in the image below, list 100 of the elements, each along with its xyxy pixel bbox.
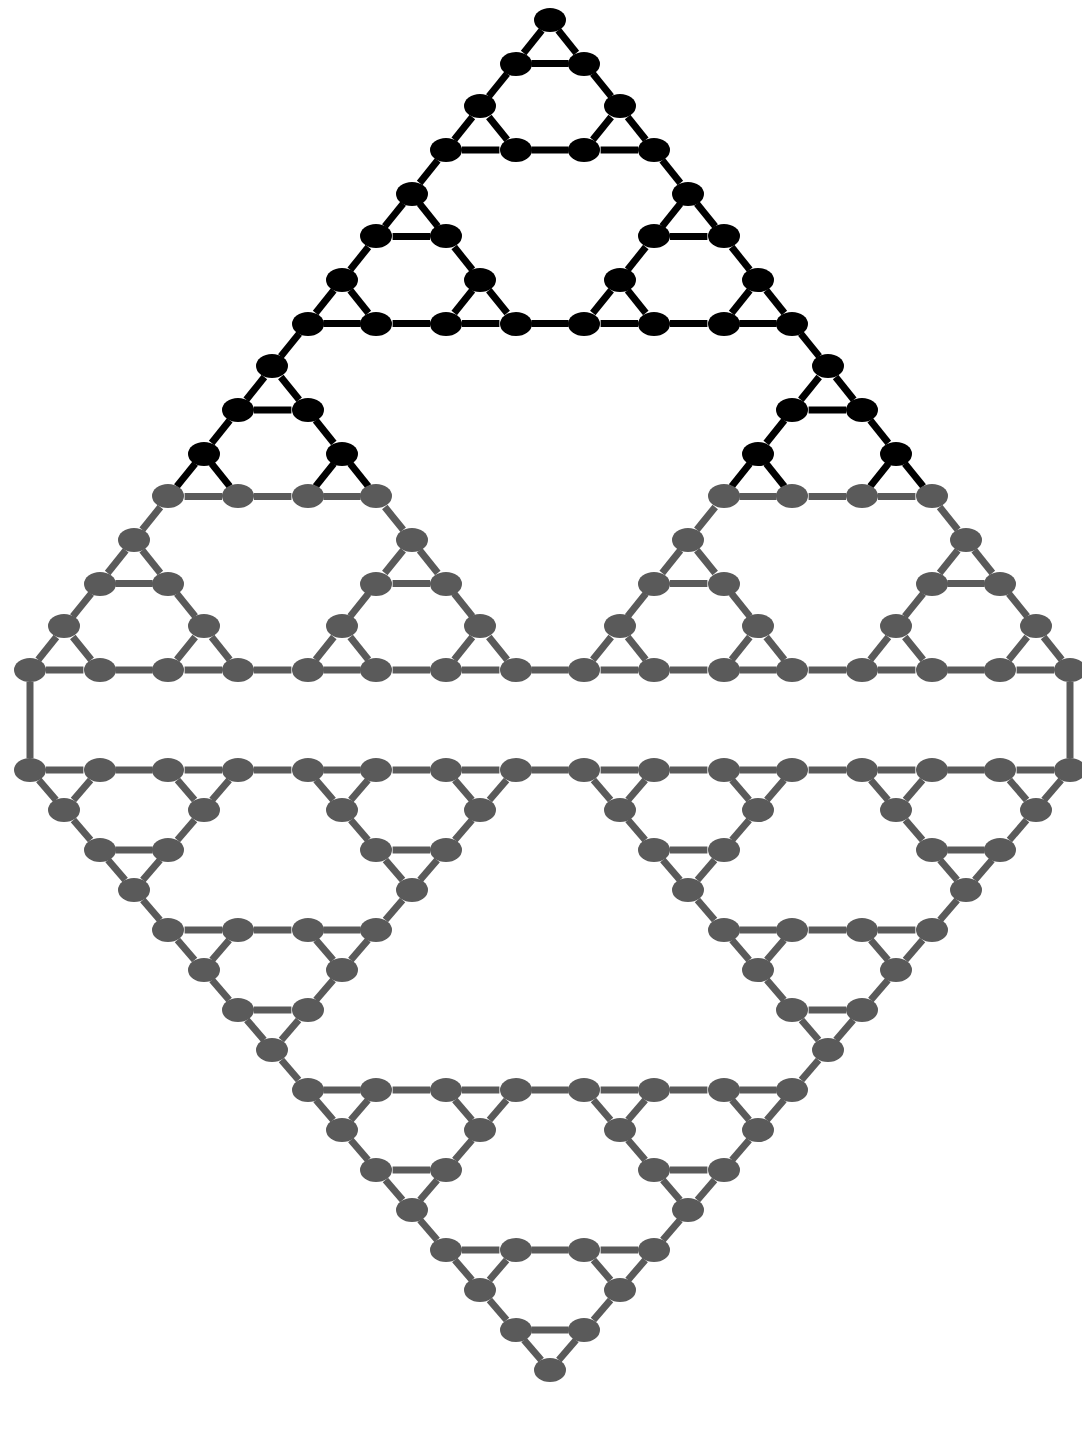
graph-edge [486, 1297, 510, 1323]
graph-edge [868, 937, 891, 963]
graph-vertex [638, 1158, 670, 1182]
graph-vertex [291, 998, 324, 1022]
graph-edge [451, 288, 476, 316]
graph-vertex [638, 658, 670, 682]
graph-vertex [187, 798, 220, 822]
graph-edge [323, 493, 361, 501]
graph-edge [486, 114, 510, 142]
graph-vertex [742, 441, 774, 466]
graph-edge [452, 817, 475, 843]
graph-edge [462, 766, 500, 774]
graph-edge [348, 1137, 371, 1163]
graph-edge [486, 634, 510, 662]
graph-vertex [672, 1198, 705, 1222]
graph-edge [392, 1166, 430, 1174]
graph-edge [392, 766, 430, 774]
graph-edge [728, 288, 753, 316]
graph-edge [313, 977, 336, 1003]
graph-vertex [638, 224, 670, 249]
graph-edge [347, 591, 372, 619]
graph-edge [624, 288, 649, 316]
graph-vertex [291, 1078, 324, 1102]
graph-edge [808, 1006, 846, 1014]
graph-edge [462, 1246, 500, 1254]
graph-vertex [776, 484, 809, 509]
graph-edge [556, 1337, 579, 1363]
graph-vertex [638, 758, 670, 782]
graph-vertex [707, 658, 740, 682]
graph-vertex [499, 758, 532, 782]
graph-vertex [568, 758, 601, 782]
graph-vertex [915, 571, 948, 596]
graph-edge [878, 493, 916, 501]
graph-edge [36, 777, 59, 803]
graph-vertex [152, 918, 185, 942]
graph-edge [254, 493, 292, 501]
graph-edge [600, 666, 638, 674]
graph-vertex [638, 1078, 670, 1102]
graph-edge [600, 1246, 638, 1254]
graph-vertex [846, 658, 878, 682]
graph-vertex [776, 1078, 809, 1102]
graph-edge [739, 926, 777, 934]
graph-edge [140, 897, 163, 923]
graph-vertex [776, 918, 809, 942]
graph-edge [451, 244, 476, 272]
graph-edge [972, 857, 995, 883]
graph-edge [531, 319, 569, 327]
graph-edge [764, 777, 787, 803]
graph-edge [670, 1166, 708, 1174]
graph-edge [670, 766, 708, 774]
graph-vertex [430, 1078, 462, 1102]
graph-edge [451, 114, 476, 142]
graph-edge [878, 926, 916, 934]
graph-edge [625, 777, 648, 803]
graph-vertex [880, 798, 913, 822]
graph-edge [670, 579, 708, 587]
graph-vertex [707, 838, 740, 862]
graph-vertex [846, 918, 878, 942]
graph-edge [936, 548, 961, 576]
graph-vertex [846, 998, 878, 1022]
graph-vertex [776, 398, 809, 422]
graph-vertex [950, 878, 982, 902]
graph-edge [243, 374, 268, 402]
graph-edge [729, 937, 752, 963]
graph-edge [660, 1217, 683, 1243]
graph-vertex [326, 441, 358, 466]
graph-edge [208, 461, 233, 489]
graph-edge [670, 319, 708, 327]
graph-vertex [603, 1118, 636, 1142]
graph-vertex [707, 571, 740, 596]
graph-edge [694, 1177, 718, 1203]
graph-edge [486, 71, 510, 99]
graph-vertex [83, 758, 116, 782]
graph-vertex [811, 1038, 844, 1062]
graph-edge [452, 1097, 475, 1123]
graph-edge [70, 817, 94, 843]
graph-edge [278, 331, 302, 359]
graph-edge [670, 846, 708, 854]
graph-edge [867, 461, 892, 489]
graph-vertex [534, 1358, 566, 1382]
graph-edge [323, 319, 361, 327]
graph-edge [531, 666, 569, 674]
graph-edge [139, 504, 164, 532]
graph-vertex [880, 958, 913, 982]
graph-edge [486, 777, 510, 803]
graph-vertex [742, 614, 774, 639]
graph-vertex [14, 758, 46, 782]
graph-vertex [707, 758, 740, 782]
graph-edge [625, 1137, 648, 1163]
graph-edge [625, 817, 648, 843]
graph-vertex [568, 138, 601, 162]
graph-edge [382, 201, 406, 229]
graph-vertex [638, 138, 670, 162]
graph-edge [624, 114, 649, 142]
graph-vertex [395, 181, 428, 206]
graph-vertex [846, 398, 878, 422]
graph-edge [323, 766, 361, 774]
graph-vertex [568, 1238, 601, 1262]
graph-edge [416, 158, 441, 186]
graph-vertex [360, 658, 393, 682]
